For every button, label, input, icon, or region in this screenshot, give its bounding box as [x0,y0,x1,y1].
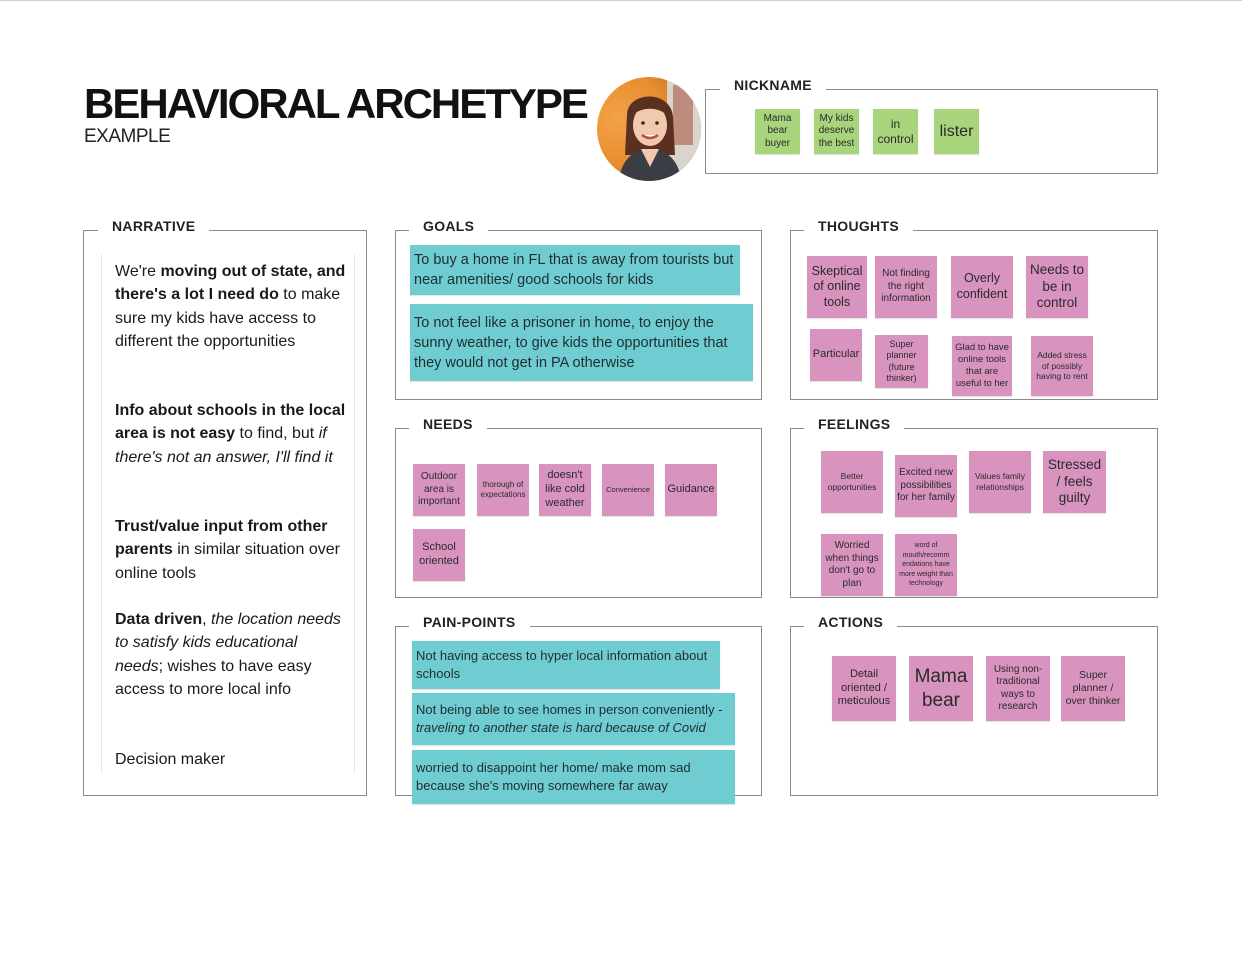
feeling-note: Worried when things don't go to plan [821,534,883,596]
painpoints-label: PAIN-POINTS [409,614,530,630]
need-note: thorough of expectations [477,464,529,516]
action-note: Mama bear [909,656,973,721]
narrative-panel [83,230,367,796]
narrative-text-frame [101,254,355,774]
feelings-label: FEELINGS [804,416,905,432]
thought-note: Super planner (future thinker) [875,335,928,388]
narrative-paragraph: We're moving out of state, and there's a… [115,263,346,350]
thought-note: Not finding the right information [875,256,937,318]
action-note: Super planner / over thinker [1061,656,1125,721]
thought-note: Particular [810,329,862,381]
nickname-note: in control [873,109,918,154]
narrative-paragraph: Data driven, the location needs to satis… [115,611,341,698]
persona-avatar [597,77,701,181]
narrative-label: NARRATIVE [98,218,210,234]
painpoint-note: Not having access to hyper local informa… [412,641,720,689]
thought-note: Skeptical of online tools [807,256,867,318]
feeling-note: Values family relationships [969,451,1031,513]
page-title: BEHAVIORAL ARCHETYPE [84,80,589,127]
need-note: Convenience [602,464,654,516]
need-note: School oriented [413,529,465,581]
nickname-note: Mama bear buyer [755,109,800,154]
thought-note: Glad to have online tools that are usefu… [952,336,1012,396]
narrative-paragraph: Info about schools in the local area is … [115,402,346,466]
goals-label: GOALS [409,218,489,234]
action-note: Using non-traditional ways to research [986,656,1050,721]
painpoint-note: worried to disappoint her home/ make mom… [412,750,735,804]
action-note: Detail oriented / meticulous [832,656,896,721]
narrative-paragraph: Trust/value input from other parents in … [115,518,340,582]
feeling-note: Excited new possibilities for her family [895,455,957,517]
thought-note: Overly confident [951,256,1013,318]
nickname-note: My kids deserve the best [814,109,859,154]
goal-note: To buy a home in FL that is away from to… [410,245,740,295]
narrative-paragraph: Decision maker [115,751,226,768]
thought-note: Added stress of possibly having to rent [1031,336,1093,396]
feeling-note: Better opportunities [821,451,883,513]
painpoint-note: Not being able to see homes in person co… [412,693,735,745]
nickname-note: lister [934,109,979,154]
page-subtitle: EXAMPLE [84,126,171,147]
thought-note: Needs to be in control [1026,256,1088,318]
goal-note: To not feel like a prisoner in home, to … [410,304,753,381]
persona-photo-illustration [619,77,701,181]
top-divider [0,0,1242,1]
feeling-note: Stressed / feels guilty [1043,451,1106,513]
need-note: Outdoor area is important [413,464,465,516]
needs-label: NEEDS [409,416,487,432]
thoughts-label: THOUGHTS [804,218,913,234]
feeling-note: word of mouth/recomm endations have more… [895,534,957,596]
nickname-label: NICKNAME [720,77,826,93]
need-note: Guidance [665,464,717,516]
need-note: doesn't like cold weather [539,464,591,516]
actions-label: ACTIONS [804,614,898,630]
